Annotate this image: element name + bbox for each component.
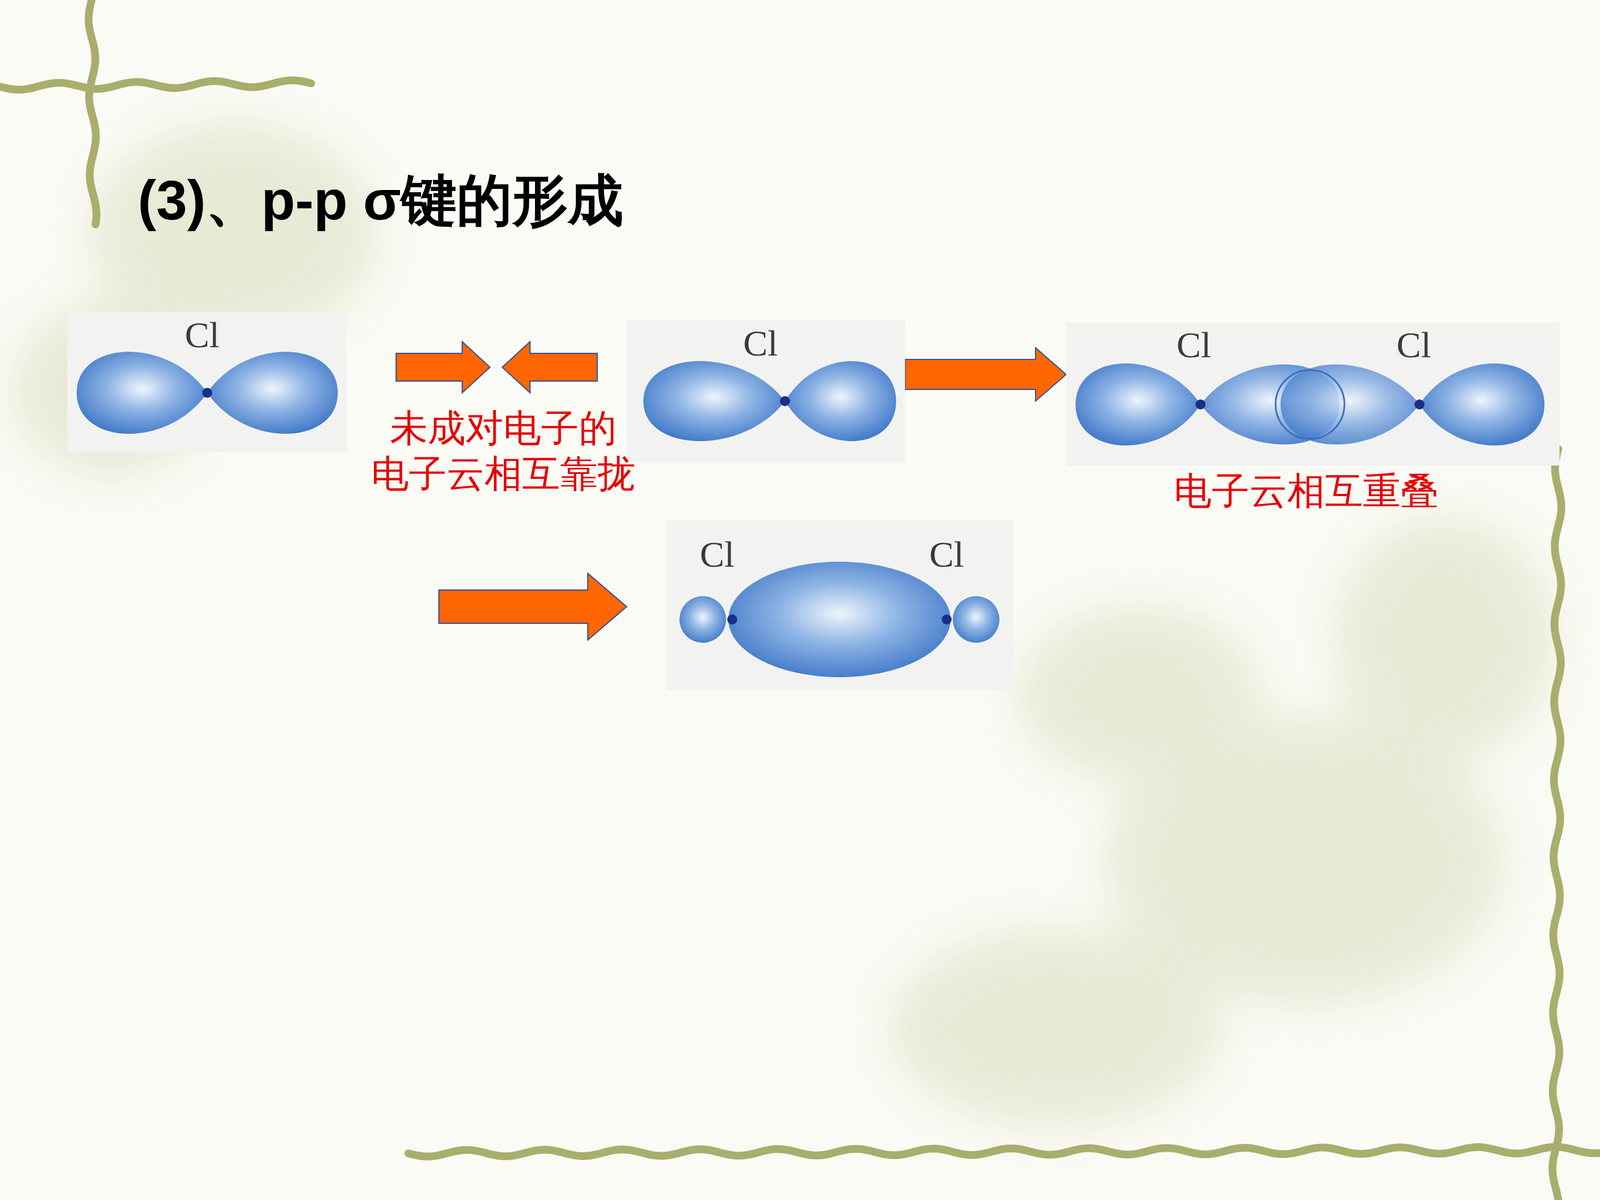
converging-arrows [396, 341, 598, 393]
orbital-picture [1066, 322, 1560, 466]
orbital-illustration: Cl [67, 312, 347, 453]
nucleus-dot [941, 614, 952, 625]
back-lobe [679, 596, 727, 643]
sigma-bond-cloud [728, 561, 951, 678]
nucleus-dot [1195, 399, 1206, 410]
p-orbital-lobe [1419, 363, 1545, 446]
atom-symbol: Cl [1396, 326, 1432, 364]
step-arrow [438, 573, 627, 640]
nucleus-dot [202, 387, 213, 398]
overlap-outline [1275, 370, 1345, 439]
p-orbital-lobe [76, 351, 208, 434]
back-lobe [952, 596, 1000, 643]
orbital-illustration: Cl Cl [666, 520, 1014, 690]
nucleus-dot [1414, 399, 1425, 410]
vine [88, 0, 97, 225]
atom-symbol: Cl [700, 536, 735, 573]
step-note: 未成对电子的 电子云相互靠拢 [352, 405, 655, 497]
orbital-illustration: Cl [626, 320, 905, 463]
nucleus-dot [780, 396, 790, 407]
vine [0, 80, 312, 90]
p-orbital-lobe [785, 361, 897, 442]
atom-symbol: Cl [1176, 326, 1212, 364]
flower-watermark [11, 122, 1556, 1128]
p-orbital-lobe [643, 361, 785, 442]
step-note: 电子云相互重叠 [1173, 468, 1439, 514]
p-orbital-lobe [207, 351, 338, 434]
orbital-illustration: Cl Cl [1066, 322, 1560, 466]
p-orbital-lobe [1075, 363, 1201, 446]
nucleus-dot [727, 614, 738, 625]
p-orbital-lobe [1280, 364, 1420, 445]
vine [408, 1146, 1600, 1157]
atom-symbol: Cl [185, 316, 220, 354]
slide-title: (3)、p-p σ键的形成 [137, 166, 624, 234]
atom-symbol: Cl [929, 536, 964, 573]
block-arrow [905, 347, 1067, 402]
vine [1552, 448, 1562, 1200]
atom-symbol: Cl [743, 325, 778, 362]
